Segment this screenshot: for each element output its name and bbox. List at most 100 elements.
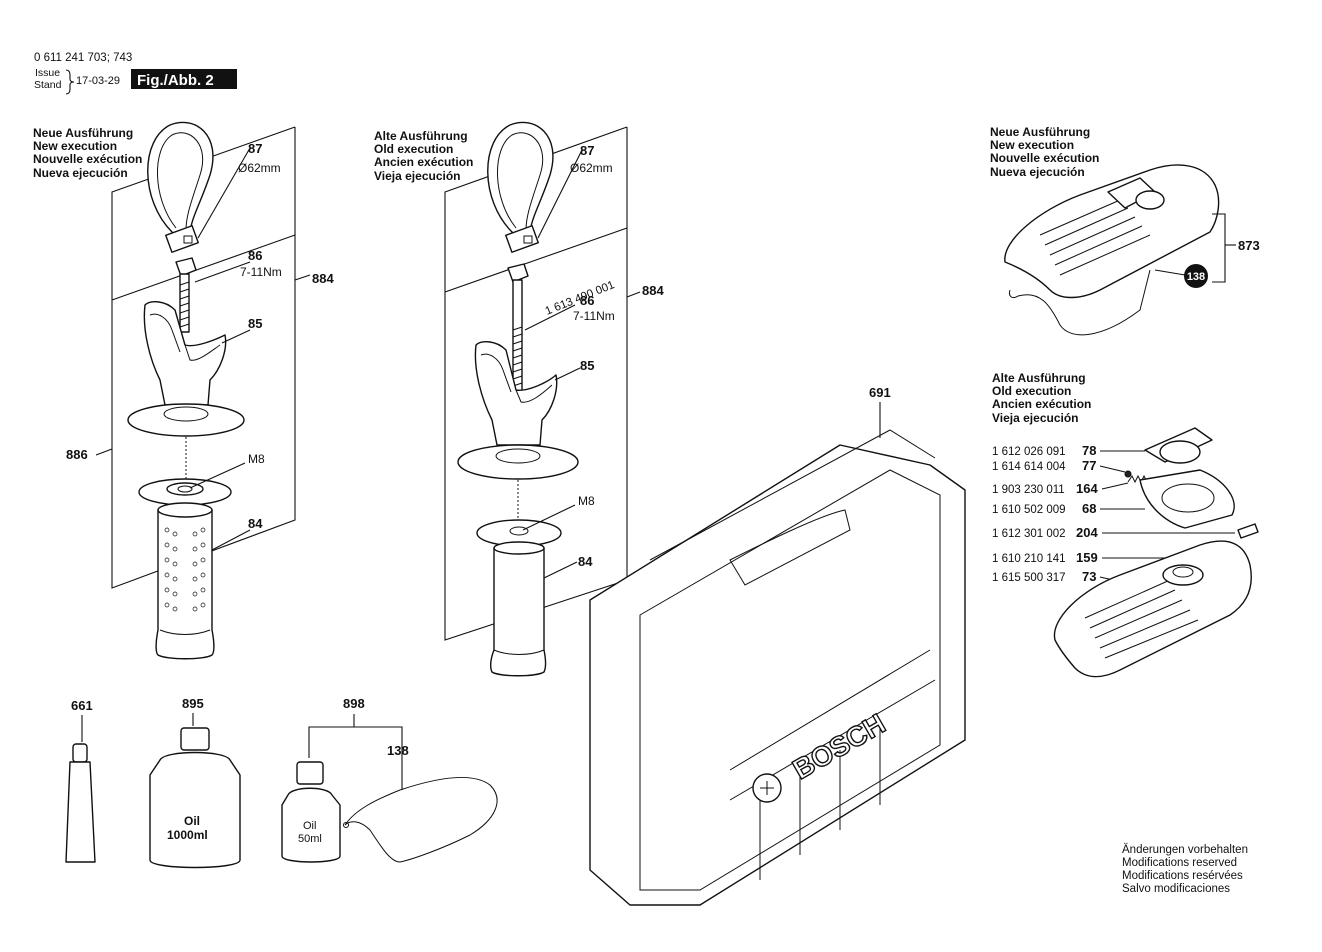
- label-884-old: 884: [642, 283, 664, 298]
- issue-label: Issue: [35, 67, 60, 79]
- label-87: 87: [248, 141, 262, 156]
- label-884: 884: [312, 271, 334, 286]
- footer-line-en: Modifications reserved: [1122, 857, 1237, 869]
- heading-line-fr: Ancien exécution: [992, 397, 1091, 411]
- grease-tube-661: [65, 761, 96, 863]
- label-62mm: Ø62mm: [238, 161, 281, 175]
- heading-line-fr: Nouvelle exécution: [33, 152, 142, 166]
- part-number: 1 615 500 317: [992, 572, 1066, 584]
- label-138: 138: [387, 743, 409, 758]
- assembly-bracket-884: [111, 234, 296, 589]
- header-brace: [65, 69, 75, 95]
- seal-159: [1162, 564, 1204, 586]
- part-number: 1 612 026 091: [992, 446, 1066, 458]
- label-86-old: 86: [580, 293, 594, 308]
- oil-big-label: Oil: [184, 814, 200, 828]
- case-body: [589, 444, 966, 906]
- old-execution-heading-mid: Alte Ausführung Old execution Ancien exé…: [374, 129, 473, 183]
- depth-stop-band-87: [147, 121, 214, 239]
- slider-204: [1237, 523, 1259, 539]
- grip-texture: [164, 527, 206, 612]
- side-handle-new-assembly: 87 Ø62mm 86 7-11Nm 85 886 884 M8: [66, 121, 334, 660]
- part-row: 1 903 230 011 164: [992, 481, 1129, 496]
- heading-line-en: New execution: [33, 139, 117, 153]
- document-header: 0 611 241 703; 743 Issue Stand 17-03-29 …: [34, 52, 237, 95]
- label-84: 84: [248, 516, 263, 531]
- side-handle-old-assembly: 87 Ø62mm 1 613 490 001 86 7-11Nm 884 85 …: [444, 121, 664, 677]
- part-ref: 164: [1076, 481, 1098, 496]
- badge-138: [1184, 264, 1208, 288]
- heading-line-es: Vieja ejecución: [374, 169, 461, 183]
- label-85: 85: [248, 316, 262, 331]
- heading-line-de: Alte Ausführung: [992, 371, 1086, 385]
- label-873: 873: [1238, 238, 1260, 253]
- footer-line-de: Änderungen vorbehalten: [1122, 844, 1248, 856]
- spring-164: [1127, 474, 1148, 484]
- badge-138-label: 138: [1187, 271, 1205, 283]
- label-84-old: 84: [578, 554, 593, 569]
- bottle-cap-small: [296, 761, 324, 785]
- part-number: 1 903 230 011: [992, 484, 1065, 496]
- label-m8: M8: [248, 452, 265, 466]
- part-number: 1 614 614 004: [992, 461, 1066, 473]
- part-number: 1 610 210 141: [992, 553, 1066, 565]
- cover-seal-138: [1009, 269, 1151, 336]
- heading-line-de: Neue Ausführung: [990, 125, 1090, 139]
- gear-cover-new: 873 138: [1004, 164, 1260, 336]
- label-898: 898: [343, 696, 365, 711]
- rubber-seal-138: [344, 776, 498, 863]
- old-cover-parts-list: 1 612 026 091 78 1 614 614 004 77 1 903 …: [992, 443, 1235, 586]
- part-ref: 77: [1082, 458, 1096, 473]
- label-691: 691: [869, 385, 891, 400]
- oil-small-label: Oil: [303, 820, 316, 832]
- label-m8-old: M8: [578, 494, 595, 508]
- part-number: 1 612 301 002: [992, 528, 1066, 540]
- label-85-old: 85: [580, 358, 594, 373]
- heading-line-fr: Nouvelle exécution: [990, 151, 1099, 165]
- heading-line-es: Nueva ejecución: [990, 165, 1085, 179]
- heading-line-fr: Ancien exécution: [374, 155, 473, 169]
- part-ref: 78: [1082, 443, 1096, 458]
- part-row: 1 614 614 004 77: [992, 458, 1126, 473]
- clamp-body-85: [143, 301, 227, 406]
- label-torque-old: 7-11Nm: [573, 309, 615, 323]
- label-torque: 7-11Nm: [240, 265, 282, 279]
- clamp-body-85-old: [474, 341, 558, 446]
- part-ref: 68: [1082, 501, 1096, 516]
- band-clamp: [165, 225, 199, 253]
- part-ref: 159: [1076, 550, 1098, 565]
- label-86: 86: [248, 248, 262, 263]
- label-895: 895: [182, 696, 204, 711]
- accessories: 661 895 Oil 1000ml 898 138 Oil 50ml: [65, 696, 498, 869]
- part-row: 1 612 301 002 204: [992, 525, 1235, 540]
- assembly-bracket-886: [111, 126, 296, 300]
- figure-label-box: [131, 69, 237, 89]
- label-62mm-old: Ø62mm: [570, 161, 613, 175]
- gear-cover-old: [1053, 427, 1259, 678]
- oil-big-volume: 1000ml: [167, 828, 208, 842]
- oil-small-volume: 50ml: [298, 833, 322, 845]
- heading-line-en: Old execution: [992, 384, 1071, 398]
- footer-notice: Änderungen vorbehalten Modifications res…: [1122, 844, 1248, 895]
- heading-line-en: Old execution: [374, 142, 453, 156]
- ball-77: [1124, 470, 1132, 478]
- footer-line-fr: Modifications resérvées: [1122, 870, 1243, 882]
- stand-label: Stand: [34, 79, 62, 91]
- depth-stop-band-87-old: [487, 121, 554, 239]
- old-execution-heading-right: Alte Ausführung Old execution Ancien exé…: [992, 371, 1091, 425]
- document-number: 0 611 241 703; 743: [34, 52, 132, 64]
- heading-line-es: Nueva ejecución: [33, 166, 128, 180]
- carrying-case-691: 691 BOSCH: [589, 385, 966, 906]
- new-execution-heading-left: Neue Ausführung New execution Nouvelle e…: [33, 126, 142, 180]
- part-row: 1 612 026 091 78: [992, 443, 1145, 458]
- part-row: 1 615 500 317 73: [992, 569, 1136, 586]
- grip-84-old: [489, 547, 547, 677]
- part-row: 1 610 502 009 68: [992, 501, 1145, 516]
- bolt-head-86: [175, 257, 197, 277]
- heading-line-de: Neue Ausführung: [33, 126, 133, 140]
- label-87-old: 87: [580, 143, 594, 158]
- issue-date: 17-03-29: [76, 75, 120, 87]
- plate-68: [1139, 469, 1235, 529]
- heading-line-en: New execution: [990, 138, 1074, 152]
